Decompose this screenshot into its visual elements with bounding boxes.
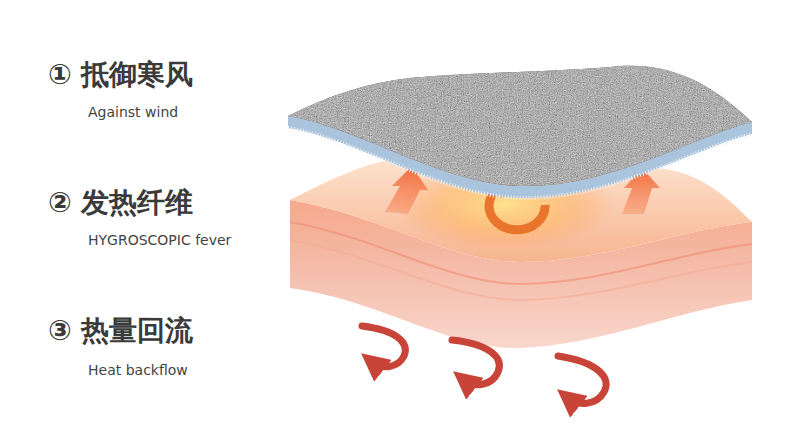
label-holder: Heat backflow xyxy=(88,362,188,378)
feature-subtitle: Heat backflow xyxy=(88,362,188,378)
feature-title: ③ 热量回流 xyxy=(48,312,193,350)
feature-subtitle: Against wind xyxy=(88,104,178,120)
label-holder: ③ 热量回流 xyxy=(48,312,193,350)
feature-title: ② 发热纤维 xyxy=(48,184,193,222)
label-holder: ② 发热纤维 xyxy=(48,184,193,222)
label-holder: HYGROSCOPIC fever xyxy=(88,232,231,248)
label-holder: ① 抵御寒风 xyxy=(48,56,193,94)
feature-title: ① 抵御寒风 xyxy=(48,56,193,94)
label-holder: Against wind xyxy=(88,104,178,120)
feature-subtitle: HYGROSCOPIC fever xyxy=(88,232,231,248)
